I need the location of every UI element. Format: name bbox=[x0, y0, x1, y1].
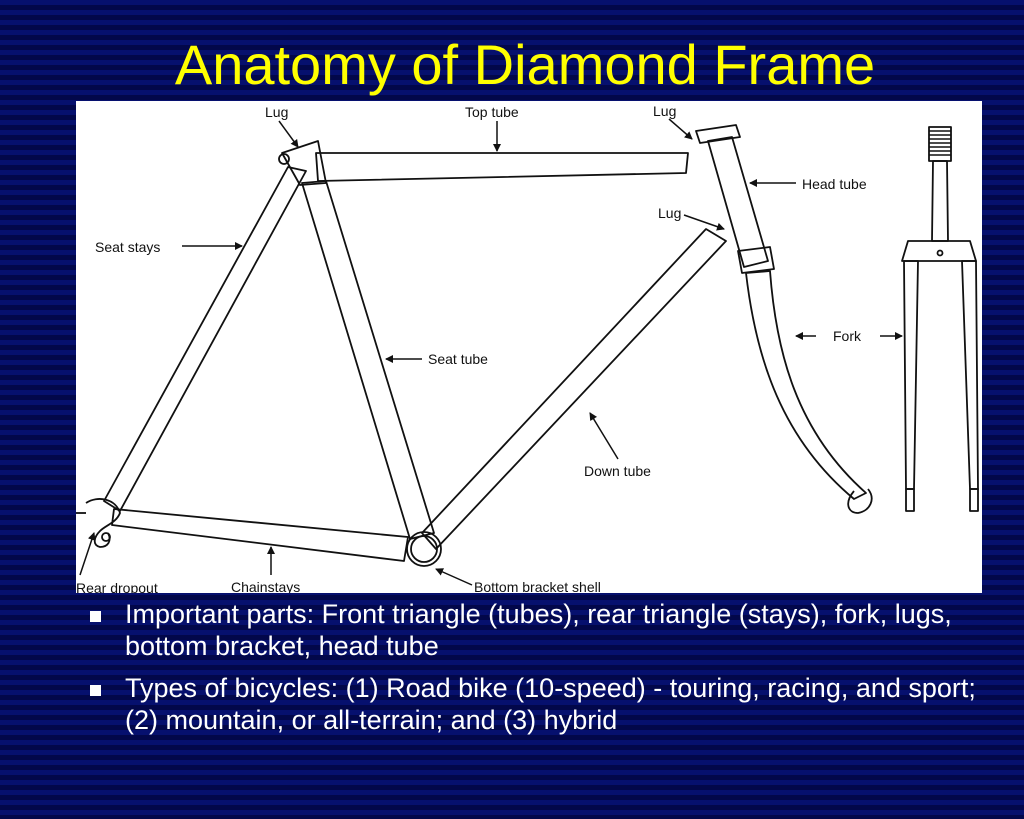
label-seat-tube: Seat tube bbox=[428, 351, 488, 367]
label-seat-stays: Seat stays bbox=[95, 239, 160, 255]
chainstays-shape bbox=[111, 508, 409, 562]
label-lug-head: Lug bbox=[653, 103, 676, 119]
leader-lines bbox=[79, 118, 903, 586]
label-chainstays: Chainstays bbox=[231, 579, 300, 593]
steerer-threads bbox=[929, 130, 951, 156]
label-lug-lower: Lug bbox=[658, 205, 681, 221]
bullet-list: Important parts: Front triangle (tubes),… bbox=[88, 598, 988, 746]
frame-fork-shape bbox=[745, 270, 873, 514]
rear-dropout-shape bbox=[76, 498, 121, 548]
frame-diagram-svg: Lug Top tube Lug Head tube Lug Seat stay… bbox=[76, 103, 979, 593]
label-rear-dropout: Rear dropout bbox=[76, 580, 158, 593]
label-head-tube: Head tube bbox=[802, 176, 867, 192]
bullet-text: Types of bicycles: (1) Road bike (10-spe… bbox=[125, 673, 976, 735]
seat-stays-shape bbox=[103, 166, 307, 512]
standalone-fork-shape bbox=[901, 126, 979, 512]
top-tube-shape bbox=[315, 152, 689, 182]
head-tube-shape bbox=[695, 124, 775, 274]
down-tube-shape bbox=[421, 228, 727, 550]
label-top-tube: Top tube bbox=[465, 104, 519, 120]
square-bullet-icon bbox=[90, 685, 101, 696]
seat-tube-shape bbox=[301, 180, 435, 540]
label-lug-seat: Lug bbox=[265, 104, 288, 120]
seat-lug-shape bbox=[278, 140, 327, 186]
slide-title: Anatomy of Diamond Frame bbox=[174, 33, 876, 96]
square-bullet-icon bbox=[90, 611, 101, 622]
frame-diagram: Lug Top tube Lug Head tube Lug Seat stay… bbox=[76, 101, 982, 593]
bullet-text: Important parts: Front triangle (tubes),… bbox=[125, 599, 952, 661]
label-down-tube: Down tube bbox=[584, 463, 651, 479]
bullet-item: Types of bicycles: (1) Road bike (10-spe… bbox=[88, 672, 988, 736]
bottom-bracket-shape bbox=[406, 531, 442, 567]
label-bottom-bracket-shell: Bottom bracket shell bbox=[474, 579, 601, 593]
bullet-item: Important parts: Front triangle (tubes),… bbox=[88, 598, 988, 662]
label-fork: Fork bbox=[833, 328, 862, 344]
